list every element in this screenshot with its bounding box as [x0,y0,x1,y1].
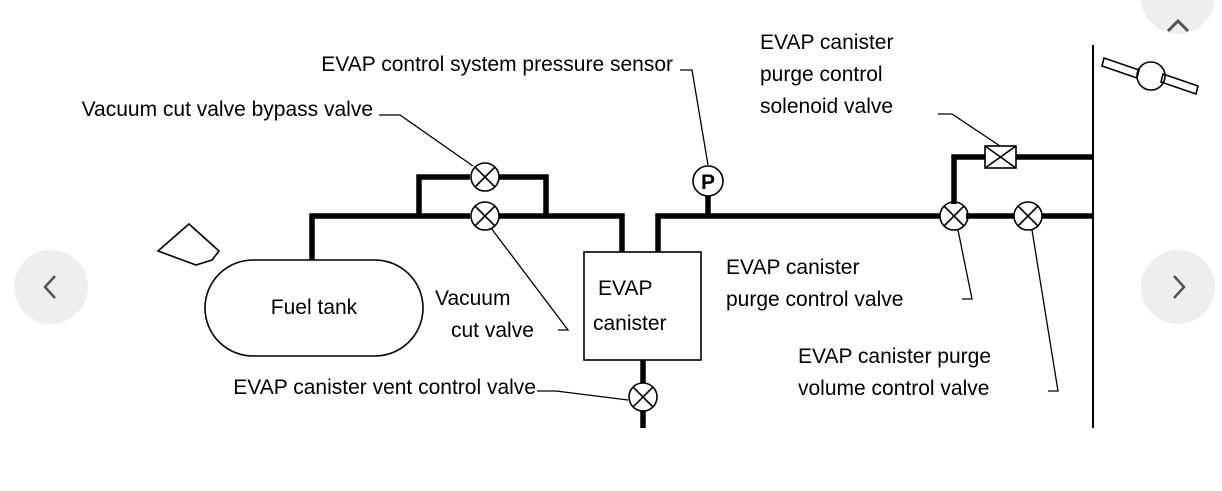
label-solenoid-line3: solenoid valve [760,95,893,118]
label-solenoid-line1: EVAP canister [760,31,893,54]
label-cut-valve-line1: Vacuum [435,287,510,310]
label-purge-valve-line2: purge control valve [726,288,903,311]
throttle-valve-icon [1101,56,1199,96]
pressure-sensor-icon: P [692,165,724,197]
label-canister-line2: canister [593,312,667,335]
label-volume-valve-line2: volume control valve [798,377,989,400]
purge-volume-valve-icon [1013,201,1043,231]
label-vent-valve: EVAP canister vent control valve [233,376,536,399]
label-solenoid-line2: purge control [760,63,883,86]
next-button[interactable] [1141,250,1215,324]
leader-lines [379,69,1059,401]
label-purge-valve-line1: EVAP canister [726,256,859,279]
label-volume-valve-line1: EVAP canister purge [798,345,991,368]
evap-canister [583,251,702,361]
label-canister-line1: EVAP [598,277,652,300]
close-icon [1166,18,1190,33]
purge-control-valve-icon [939,201,969,231]
chevron-left-icon [43,275,56,299]
label-pressure-sensor: EVAP control system pressure sensor [321,53,673,76]
vent-control-valve-icon [628,382,658,412]
label-bypass-valve: Vacuum cut valve bypass valve [82,98,373,121]
purge-solenoid-valve-icon [984,145,1017,169]
chevron-right-icon [1173,275,1186,299]
evap-piping [309,154,1093,428]
fuel-tank [156,222,424,357]
vacuum-cut-valve-icon [470,201,500,231]
pressure-sensor-symbol: P [701,171,715,194]
previous-button[interactable] [14,250,88,324]
label-cut-valve-line2: cut valve [451,319,534,342]
label-fuel-tank: Fuel tank [271,296,358,319]
bypass-valve-icon [470,162,500,192]
